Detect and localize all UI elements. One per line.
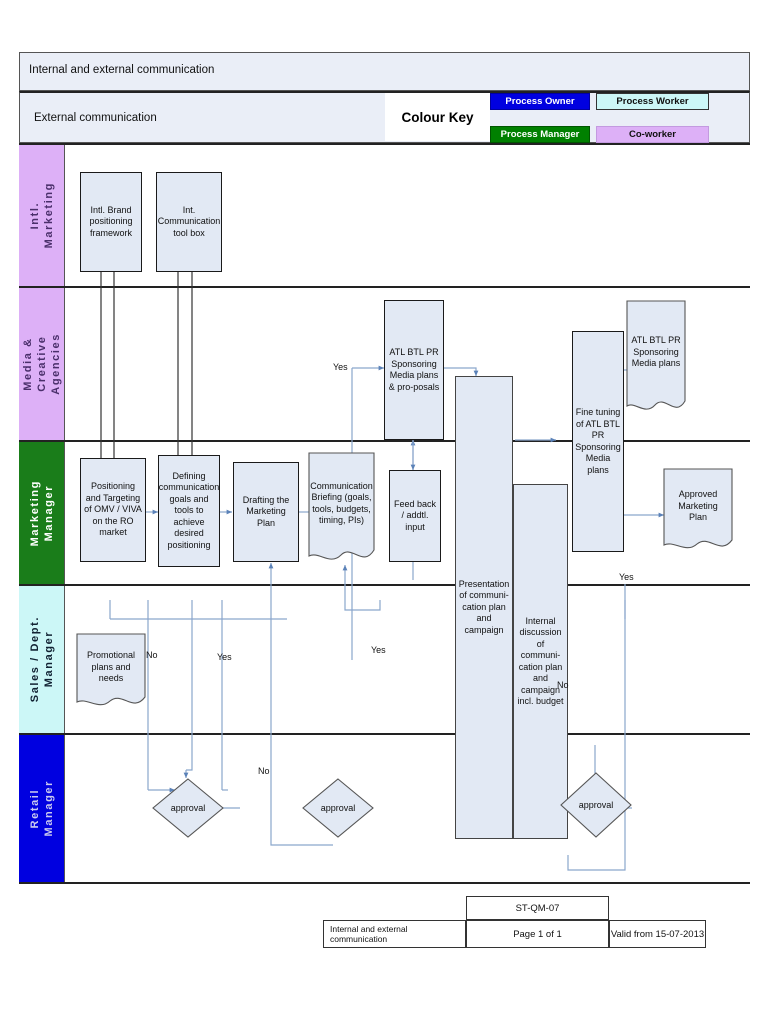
lane-label-media-agencies: Media & Creative Agencies [19,288,65,440]
node-internal-discussion[interactable]: Internal discussion of communi-cation pl… [513,484,568,839]
colour-key-label: Colour Key [401,109,474,125]
legend-co-worker: Co-worker [596,126,709,143]
footer-title: Internal and external communication [323,920,466,948]
lane-body-sales-dept-manager [65,586,750,733]
footer-page: Page 1 of 1 [466,920,609,948]
colour-key-box: Colour Key [385,93,490,141]
node-intl-communication-toolbox[interactable]: Int. Communication tool box [156,172,222,272]
node-presentation-communication-plan[interactable]: Presentation of communi-cation plan and … [455,376,513,839]
lane-label-text: Intl. Marketing [28,182,55,249]
legend-process-manager: Process Manager [490,126,590,143]
node-label: approval [170,803,206,813]
edge-label-yes-mid: Yes [371,645,386,655]
node-label: Communication Briefing (goals, tools, bu… [310,480,373,526]
edge-label-no-left: No [146,650,158,660]
node-approval-1[interactable]: approval [152,778,224,838]
page-title: Internal and external communication [29,64,215,76]
node-approved-marketing-plan[interactable]: Approved Marketing Plan [663,468,733,556]
footer-valid-from: Valid from 15-07-2013 [609,920,706,948]
lane-label-text: Marketing Manager [28,479,55,547]
node-communication-briefing[interactable]: Communication Briefing (goals, tools, bu… [308,452,375,568]
lane-label-retail-manager: Retail Manager [19,735,65,882]
lane-label-intl-marketing: Intl. Marketing [19,145,65,286]
lane-label-text: Retail Manager [28,780,55,837]
lane-label-sales-dept-manager: Sales / Dept. Manager [19,586,65,733]
legend-process-worker: Process Worker [596,93,709,110]
lane-label-text: Media & Creative Agencies [21,333,62,395]
node-atl-btl-pr-media-plans[interactable]: ATL BTL PR Sponsoring Media plans [626,300,686,418]
node-approval-3[interactable]: approval [560,772,632,838]
edge-label-no-right: No [557,680,569,690]
edge-label-yes-left: Yes [217,652,232,662]
node-label: approval [320,803,356,813]
node-atl-btl-pr-proposals[interactable]: ATL BTL PR Sponsoring Media plans & pro-… [384,300,444,440]
swimlane-sales-dept-manager: Sales / Dept. Manager [19,584,750,733]
node-approval-2[interactable]: approval [302,778,374,838]
node-label: ATL BTL PR Sponsoring Media plans [631,335,681,369]
header-title-row: Internal and external communication [19,52,750,91]
swimlane-retail-manager: Retail Manager [19,733,750,884]
node-label: Promotional plans and needs [86,650,136,684]
edge-label-yes-media: Yes [333,362,348,372]
footer-doc-id: ST-QM-07 [466,896,609,920]
node-label: Approved Marketing Plan [678,489,718,523]
lane-label-text: Sales / Dept. Manager [28,616,55,703]
lane-label-marketing-manager: Marketing Manager [19,442,65,584]
page-subtitle: External communication [34,112,157,124]
edge-label-yes-right: Yes [617,572,636,582]
node-feedback-addtl-input[interactable]: Feed back / addtl. input [389,470,441,562]
node-intl-brand-framework[interactable]: Intl. Brand positioning framework [80,172,142,272]
node-defining-communication-goals[interactable]: Defining communication goals and tools t… [158,455,220,567]
edge-label-no-mid: No [258,766,270,776]
node-positioning-targeting[interactable]: Positioning and Targeting of OMV / VIVA … [80,458,146,562]
node-drafting-marketing-plan[interactable]: Drafting the Marketing Plan [233,462,299,562]
node-fine-tuning[interactable]: Fine tuning of ATL BTL PR Sponsoring Med… [572,331,624,552]
node-promotional-plans-needs[interactable]: Promotional plans and needs [76,633,146,713]
legend-process-owner: Process Owner [490,93,590,110]
node-label: approval [578,800,614,810]
